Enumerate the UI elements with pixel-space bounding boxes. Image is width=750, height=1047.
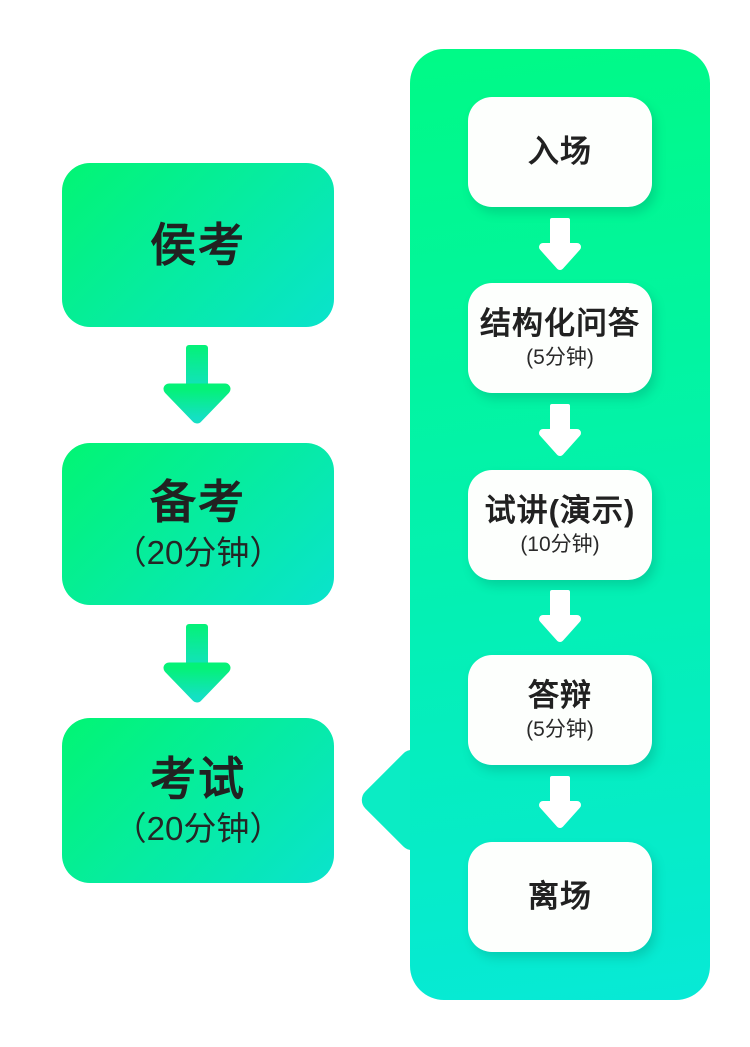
substep-box-entry: 入场: [468, 97, 652, 207]
down-arrow-icon: [539, 218, 581, 270]
substep-subtitle: (5分钟): [526, 346, 594, 369]
substep-box-exit: 离场: [468, 842, 652, 952]
substep-box-structured-qa: 结构化问答 (5分钟): [468, 283, 652, 393]
substep-title: 入场: [528, 133, 592, 169]
down-arrow-icon: [163, 345, 231, 424]
stage-box-waiting: 侯考: [62, 163, 334, 327]
exam-detail-panel: 入场 结构化问答 (5分钟) 试讲(演示) (10分钟) 答辩 (5分钟): [410, 49, 710, 1000]
stage-box-prep: 备考 （20分钟）: [62, 443, 334, 605]
down-arrow-icon: [539, 776, 581, 828]
substep-subtitle: (5分钟): [526, 718, 594, 741]
down-arrow-icon: [539, 404, 581, 456]
substep-title: 答辩: [528, 677, 592, 713]
substep-box-lecture-demo: 试讲(演示) (10分钟): [468, 470, 652, 580]
substep-title: 结构化问答: [480, 305, 640, 341]
stage-title: 侯考: [150, 218, 246, 271]
substep-subtitle: (10分钟): [520, 533, 600, 556]
stage-box-exam: 考试 （20分钟）: [62, 718, 334, 883]
substep-title: 试讲(演示): [484, 492, 636, 528]
down-arrow-icon: [163, 624, 231, 703]
stage-subtitle: （20分钟）: [113, 533, 283, 571]
substep-title: 离场: [528, 878, 592, 914]
stage-title: 备考: [150, 476, 246, 529]
stage-subtitle: （20分钟）: [113, 810, 283, 848]
stage-title: 考试: [150, 752, 246, 805]
down-arrow-icon: [539, 590, 581, 642]
substep-box-defense: 答辩 (5分钟): [468, 655, 652, 765]
